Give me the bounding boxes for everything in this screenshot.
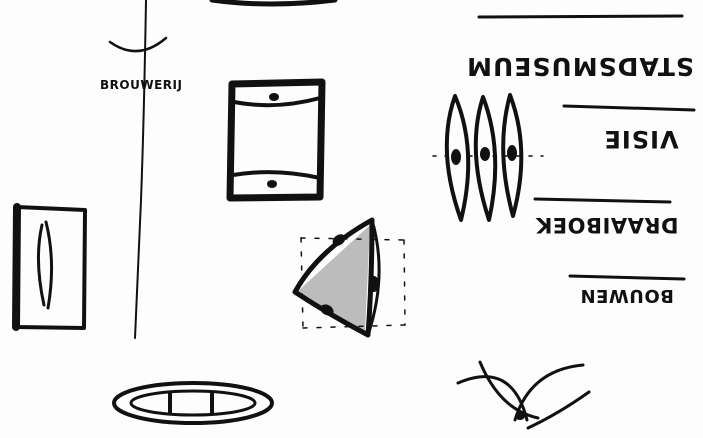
barrel-sketch <box>230 82 322 198</box>
rule-bouwen <box>570 276 684 279</box>
rule-visie <box>564 106 694 110</box>
panel-sketch <box>16 207 85 328</box>
rule-stadsmuseum <box>479 16 682 17</box>
label-brouwerij: BROUWERIJ <box>100 78 182 92</box>
top-edge-mark <box>212 0 335 4</box>
flat-ellipse-sketch <box>114 383 272 423</box>
label-bouwen: BOUWEN <box>580 285 674 306</box>
smile-arc <box>110 38 166 51</box>
label-stadsmuseum: STADSMUSEUM <box>466 52 694 81</box>
label-visie: VISIE <box>603 125 678 153</box>
right-column-notes: STADSMUSEUM VISIE DRAAIBOEK BOUWEN <box>466 16 694 306</box>
triangle-sketch <box>295 220 405 335</box>
label-draaiboek: DRAAIBOEK <box>535 213 678 237</box>
triple-lens-sketch <box>433 95 543 220</box>
crossing-curves-sketch <box>458 362 589 428</box>
rule-draaiboek <box>535 199 670 202</box>
